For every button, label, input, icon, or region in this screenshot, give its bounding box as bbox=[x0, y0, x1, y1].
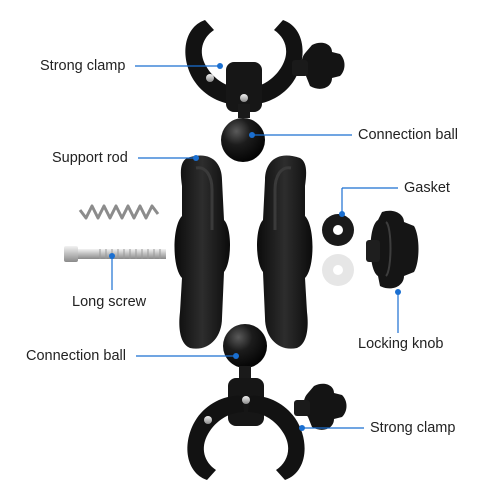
spring bbox=[78, 204, 160, 220]
marker-strong-clamp-top bbox=[217, 63, 223, 69]
marker-long-screw bbox=[109, 253, 115, 259]
gasket-set bbox=[322, 214, 354, 286]
top-clamp-bolt-left bbox=[206, 74, 214, 82]
bottom-clamp bbox=[187, 378, 347, 480]
top-clamp-bolt-center bbox=[240, 94, 248, 102]
label-connection-ball-top: Connection ball bbox=[358, 127, 458, 143]
label-support-rod: Support rod bbox=[52, 150, 128, 166]
top-clamp-knob-neck bbox=[292, 60, 308, 76]
marker-connection-ball-top bbox=[249, 132, 255, 138]
label-locking-knob: Locking knob bbox=[358, 336, 444, 352]
top-clamp-jaw-left bbox=[185, 20, 242, 105]
label-connection-ball-bottom: Connection ball bbox=[26, 348, 126, 364]
support-rod bbox=[174, 155, 313, 349]
marker-strong-clamp-bottom bbox=[299, 425, 305, 431]
long-screw bbox=[64, 246, 166, 262]
bottom-connection-ball bbox=[223, 324, 267, 380]
bottom-clamp-knob-neck bbox=[294, 400, 310, 416]
bottom-clamp-knob bbox=[303, 383, 347, 430]
support-rod-right-half bbox=[257, 155, 313, 349]
top-clamp-body bbox=[226, 62, 262, 112]
support-rod-left-half bbox=[174, 155, 230, 349]
label-strong-clamp-bottom: Strong clamp bbox=[370, 420, 456, 436]
bottom-clamp-bolt-left bbox=[204, 416, 212, 424]
bottom-clamp-jaw-right bbox=[248, 395, 305, 480]
long-screw-head bbox=[64, 246, 78, 262]
leader-lines bbox=[111, 65, 399, 429]
bottom-clamp-jaw-left bbox=[187, 395, 244, 480]
marker-connection-ball-bottom bbox=[233, 353, 239, 359]
bottom-clamp-bolt-center bbox=[242, 396, 250, 404]
marker-support-rod bbox=[193, 155, 199, 161]
locking-knob bbox=[366, 210, 419, 289]
top-connection-ball bbox=[221, 104, 265, 162]
label-long-screw: Long screw bbox=[72, 294, 147, 310]
long-screw-shaft bbox=[78, 249, 166, 259]
marker-locking-knob bbox=[395, 289, 401, 295]
top-clamp-knob bbox=[301, 42, 345, 89]
spring-coil bbox=[78, 204, 160, 220]
top-clamp bbox=[185, 20, 345, 112]
leader-markers bbox=[109, 63, 401, 431]
label-strong-clamp-top: Strong clamp bbox=[40, 58, 126, 74]
marker-gasket bbox=[339, 211, 345, 217]
top-clamp-jaw-right bbox=[246, 20, 303, 105]
label-gasket: Gasket bbox=[404, 180, 450, 196]
